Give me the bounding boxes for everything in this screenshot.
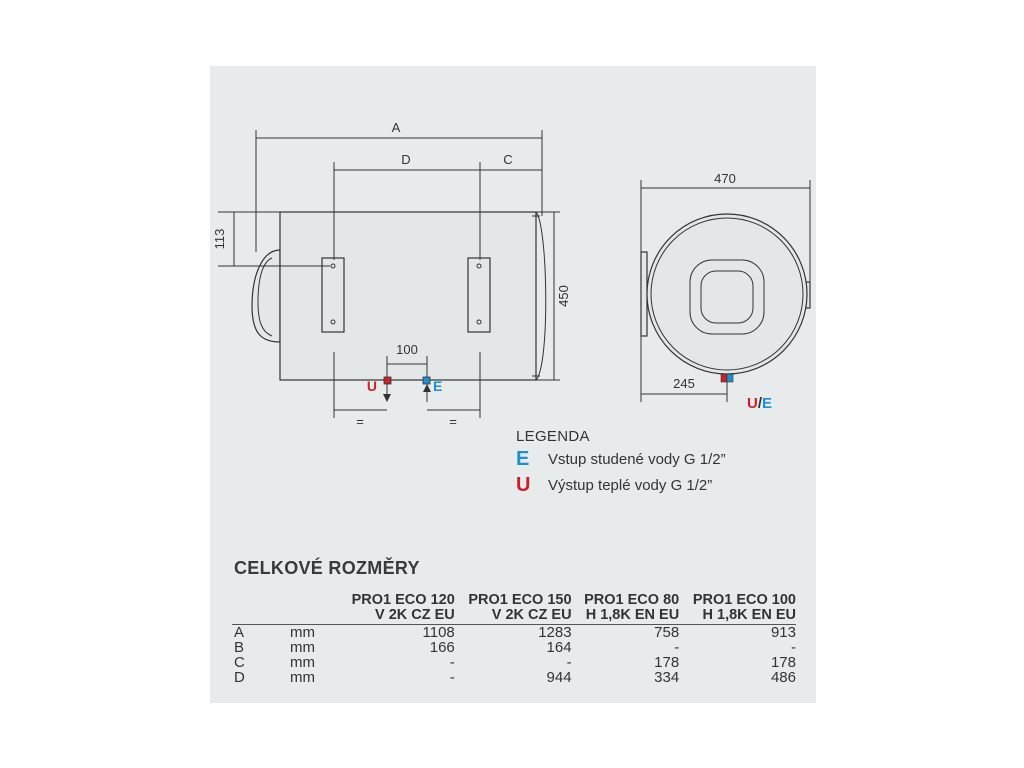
left-end-cap: [251, 249, 281, 343]
dim-c-label: C: [503, 152, 512, 167]
dim-113-label: 113: [212, 229, 227, 250]
table-cell: 944: [546, 669, 572, 686]
table-cell: -: [566, 654, 572, 671]
table-row: C mm - - 178 178: [232, 655, 796, 670]
legend: LEGENDA E Vstup studené vody G 1/2” U Vý…: [516, 428, 726, 497]
side-marker-text: U/E: [747, 395, 772, 412]
eq-left-label: =: [356, 414, 364, 429]
dim-450-label: 450: [556, 285, 571, 307]
legend-symbol-e: E: [516, 448, 530, 470]
inlet-arrow-icon: [423, 384, 431, 392]
hot-outlet-pipe: [383, 376, 392, 385]
table-title: CELKOVÉ ROZMĚRY: [234, 558, 420, 578]
legend-text-hot: Výstup teplé vody G 1/2”: [548, 477, 713, 494]
legend-symbol-u: U: [516, 474, 531, 496]
flange-inner: [700, 270, 754, 324]
wall-bracket: [640, 251, 648, 337]
table-cell: 334: [654, 669, 680, 686]
front-marker-e: E: [433, 378, 442, 394]
table-cell: 758: [654, 624, 680, 641]
row-label: B: [234, 639, 245, 656]
legend-title: LEGENDA: [516, 428, 590, 445]
table-cell: -: [791, 639, 796, 656]
technical-drawing: A D C 113 450 100: [212, 120, 811, 429]
legend-text-cold: Vstup studené vody G 1/2”: [548, 451, 726, 468]
outlet-arrow-icon: [383, 394, 391, 402]
table-cell: 164: [546, 639, 572, 656]
right-dome: [535, 211, 547, 381]
product-panel: A D C 113 450 100: [210, 66, 816, 703]
legend-item-hot: U Výstup teplé vody G 1/2”: [516, 474, 726, 497]
row-unit: mm: [290, 624, 315, 641]
dim-470-label: 470: [714, 171, 736, 186]
row-unit: mm: [290, 669, 315, 686]
cold-inlet-pipe: [422, 376, 431, 385]
dim-d-label: D: [401, 152, 410, 167]
row-unit: mm: [290, 639, 315, 656]
flange-outer: [689, 259, 765, 335]
row-label: A: [234, 624, 245, 641]
table-cell: -: [449, 669, 455, 686]
dim-245-label: 245: [673, 376, 695, 391]
dim-100-label: 100: [396, 342, 418, 357]
table-row: A mm 1108 1283 758 913: [232, 625, 796, 641]
side-pipe-marker: [726, 373, 734, 383]
table-cell: 178: [654, 654, 680, 671]
table-row: D mm - 944 334 486: [232, 670, 796, 685]
table-cell: -: [449, 654, 455, 671]
table-cell: 1283: [538, 624, 572, 641]
table-cell: -: [674, 639, 680, 656]
table-cell: 486: [770, 669, 796, 686]
eq-right-label: =: [449, 414, 457, 429]
front-marker-u: U: [367, 378, 377, 394]
table-cell: 178: [770, 654, 796, 671]
front-view: A D C 113 450 100: [212, 120, 571, 429]
table-cell: 1108: [422, 624, 455, 641]
row-unit: mm: [290, 654, 315, 671]
legend-item-cold: E Vstup studené vody G 1/2”: [516, 448, 726, 471]
table-row: B mm 166 164 - -: [232, 640, 796, 655]
row-label: D: [234, 669, 245, 686]
side-view: 470 245 U/E: [640, 171, 811, 412]
dim-a-label: A: [392, 120, 401, 135]
row-label: C: [234, 654, 245, 671]
tank-circle: [646, 213, 808, 375]
table-cell: 913: [770, 624, 796, 641]
mounting-bracket-right: [467, 257, 491, 333]
mounting-bracket-left: [321, 257, 345, 333]
table-cell: 166: [429, 639, 455, 656]
